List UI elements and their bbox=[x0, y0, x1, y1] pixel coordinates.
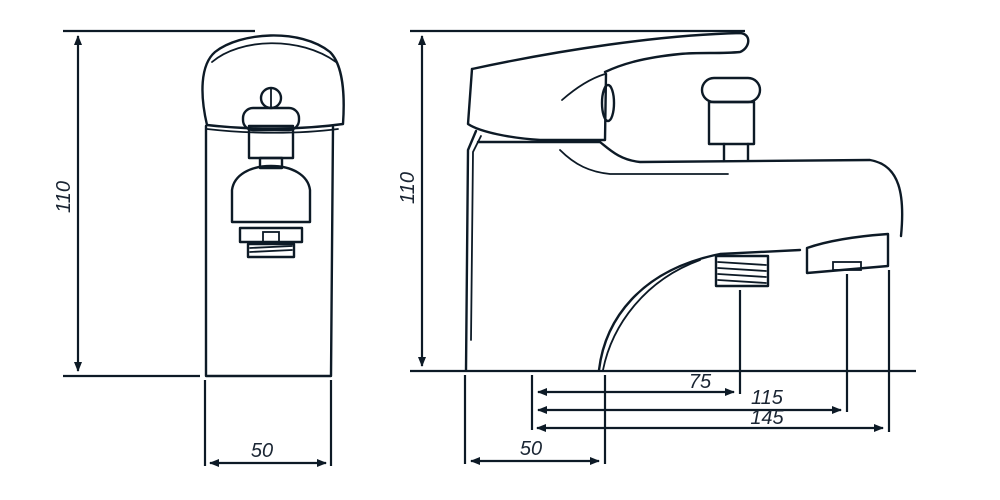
side-lever-top bbox=[470, 31, 750, 74]
front-aerator-housing bbox=[230, 164, 312, 224]
side-spout-top bbox=[598, 140, 904, 238]
front-width-label: 50 bbox=[251, 440, 273, 462]
side-lever-body bbox=[466, 67, 608, 142]
front-handle-rim bbox=[211, 42, 337, 63]
side-diverter-knob bbox=[700, 76, 762, 104]
front-diverter-neck bbox=[258, 156, 284, 170]
side-lever-curve bbox=[561, 73, 606, 101]
thread-line bbox=[717, 267, 767, 272]
side-body-front bbox=[464, 129, 478, 372]
side-view: 110 bbox=[397, 29, 916, 465]
front-handle-base bbox=[206, 128, 339, 134]
shower-outlet-label: 115 bbox=[751, 387, 784, 409]
side-spout-crease bbox=[559, 149, 729, 175]
side-spout-underside bbox=[597, 248, 802, 372]
front-handle-dome bbox=[201, 34, 345, 130]
base-offset-label: 50 bbox=[520, 438, 542, 460]
side-thread-outlet bbox=[714, 254, 770, 288]
thread-line bbox=[249, 245, 293, 249]
side-spout-underside-inner bbox=[602, 259, 701, 371]
thread-line bbox=[717, 279, 767, 284]
side-aerator-outlet bbox=[805, 232, 890, 275]
thread-line bbox=[717, 273, 767, 278]
front-diverter-knob bbox=[241, 106, 301, 132]
front-height-label: 110 bbox=[53, 181, 75, 213]
overall-reach-label: 145 bbox=[750, 407, 784, 429]
front-thread-outlet bbox=[246, 242, 296, 259]
front-aerator-slot bbox=[262, 231, 280, 243]
side-height-label: 110 bbox=[397, 172, 419, 204]
spout-outlet-label: 75 bbox=[689, 371, 712, 393]
side-aerator-slot bbox=[832, 261, 862, 271]
front-aerator-ring bbox=[238, 226, 304, 244]
side-lever-pivot bbox=[600, 83, 616, 123]
side-body-front-inner bbox=[470, 135, 482, 341]
front-view: 110 50 bbox=[53, 29, 345, 467]
front-body-outline bbox=[204, 124, 335, 378]
thread-line bbox=[717, 261, 767, 266]
side-diverter-stem bbox=[707, 100, 756, 146]
thread-line bbox=[249, 249, 293, 253]
